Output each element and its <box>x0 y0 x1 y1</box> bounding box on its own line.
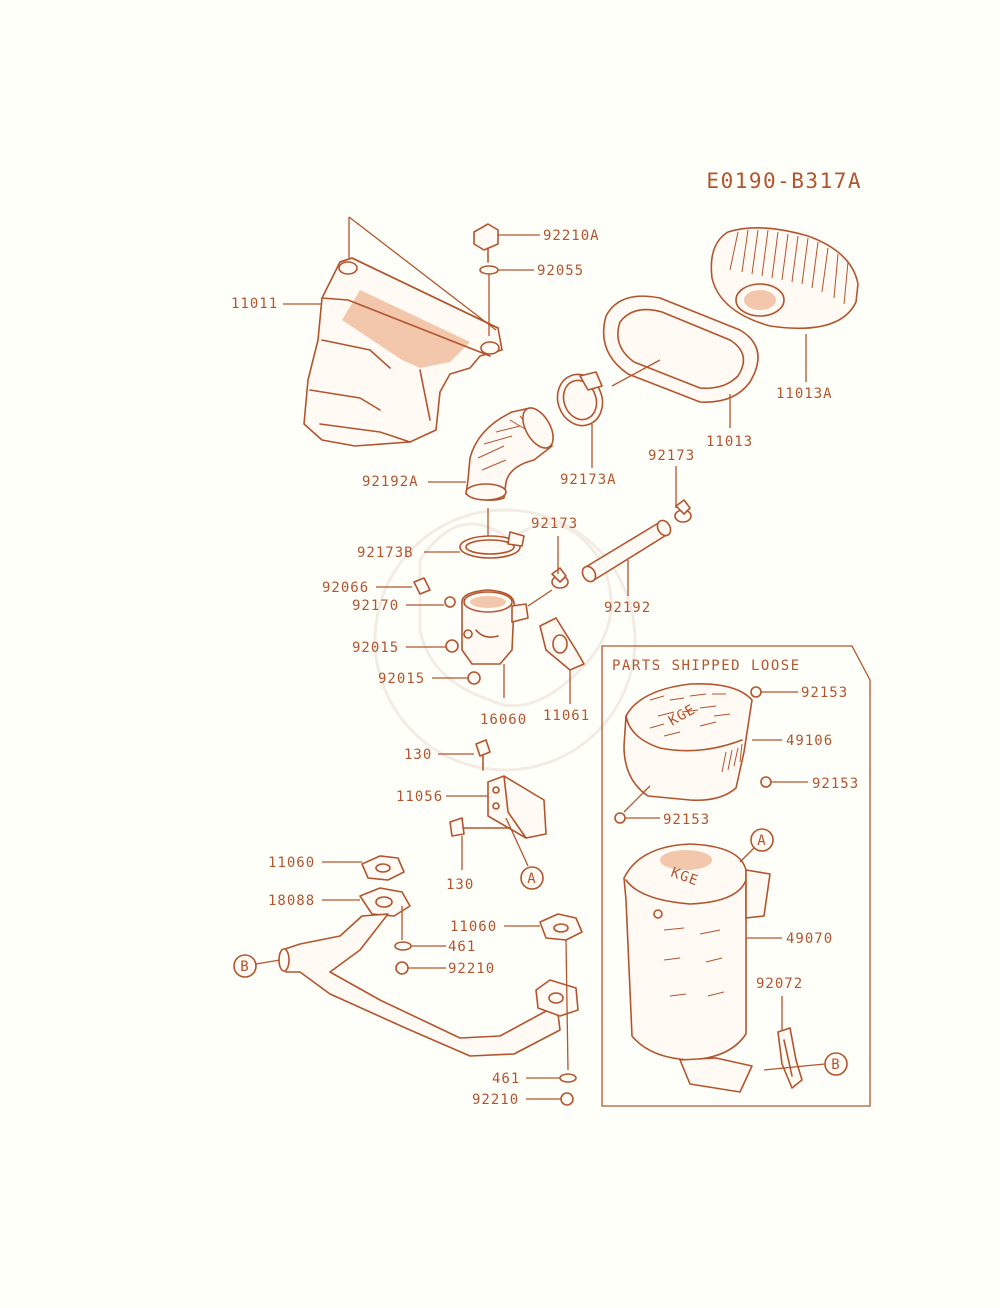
label-92153-3: 92153 <box>663 812 710 828</box>
part-92192A-elbow-hose[interactable] <box>465 403 559 502</box>
label-49070: 49070 <box>786 931 833 947</box>
label-11056: 11056 <box>396 789 443 805</box>
part-130-bolt-2[interactable] <box>449 817 511 837</box>
part-92072-clamp[interactable] <box>777 1027 803 1089</box>
part-130-bolt-1[interactable] <box>475 739 491 771</box>
callout-a-muffler[interactable]: A <box>750 828 774 852</box>
label-92153-1: 92153 <box>801 685 848 701</box>
part-92210-nut-1[interactable] <box>395 961 409 975</box>
part-92153-screw-3[interactable] <box>614 812 626 824</box>
label-18088: 18088 <box>268 893 315 909</box>
label-92015-2: 92015 <box>378 671 425 687</box>
part-11061-gasket[interactable] <box>539 617 585 671</box>
label-92192A: 92192A <box>362 474 419 490</box>
label-92055: 92055 <box>537 263 584 279</box>
label-92210-2: 92210 <box>472 1092 519 1108</box>
label-92210A: 92210A <box>543 228 600 244</box>
label-92066: 92066 <box>322 580 369 596</box>
label-11060-1: 11060 <box>268 855 315 871</box>
label-11060-2: 11060 <box>450 919 497 935</box>
callout-b-pipe[interactable]: B <box>233 954 257 978</box>
label-130-2: 130 <box>446 877 474 893</box>
part-16060-adapter[interactable] <box>461 589 529 665</box>
label-92173-1: 92173 <box>648 448 695 464</box>
label-11011: 11011 <box>231 296 278 312</box>
label-92153-2: 92153 <box>812 776 859 792</box>
part-11060-gasket-1[interactable] <box>361 855 405 881</box>
label-92192: 92192 <box>604 600 651 616</box>
part-92173A-hose-clamp[interactable] <box>550 368 609 432</box>
part-92210A-wing-bolt[interactable] <box>473 223 499 263</box>
label-92072: 92072 <box>756 976 803 992</box>
label-11013A: 11013A <box>776 386 833 402</box>
part-11011-air-cleaner-case[interactable] <box>303 216 503 447</box>
part-11013A-filter-element[interactable] <box>710 227 859 329</box>
part-92170-screw[interactable] <box>444 596 456 608</box>
label-92173A: 92173A <box>560 472 617 488</box>
parts-shipped-loose-box: PARTS SHIPPED LOOSE <box>601 645 871 1107</box>
svg-text:B: B <box>831 1057 840 1073</box>
part-49070-muffler[interactable]: KGE <box>623 843 771 1093</box>
part-92015-nut-1[interactable] <box>445 639 459 653</box>
part-92153-screw-2[interactable] <box>760 776 772 788</box>
label-92170: 92170 <box>352 598 399 614</box>
label-92210-1: 92210 <box>448 961 495 977</box>
part-92153-screw-1[interactable] <box>750 686 762 698</box>
part-11060-gasket-2[interactable] <box>539 913 583 941</box>
part-11013-foam-precleaner[interactable] <box>602 295 759 403</box>
box-title: PARTS SHIPPED LOOSE <box>612 658 801 674</box>
part-18088-exhaust-pipe[interactable] <box>278 887 579 1057</box>
part-461-washer-2[interactable] <box>559 1073 577 1083</box>
label-92015-1: 92015 <box>352 640 399 656</box>
svg-text:A: A <box>757 833 766 849</box>
label-461-2: 461 <box>492 1071 520 1087</box>
label-49106: 49106 <box>786 733 833 749</box>
callout-b-muffler[interactable]: B <box>824 1052 848 1076</box>
part-92210-nut-2[interactable] <box>560 1092 574 1106</box>
part-92192-breather-hose[interactable] <box>580 518 673 584</box>
part-92173B-band-clamp[interactable] <box>459 531 525 559</box>
watermark-logo <box>373 508 637 772</box>
part-11056-bracket[interactable] <box>487 775 547 839</box>
part-92173-clamp-upper[interactable] <box>674 499 692 523</box>
diagram-code: E0190-B317A <box>706 169 862 193</box>
svg-text:A: A <box>527 871 536 887</box>
label-11061: 11061 <box>543 708 590 724</box>
label-16060: 16060 <box>480 712 527 728</box>
label-92173-2: 92173 <box>531 516 578 532</box>
label-92173B: 92173B <box>357 545 414 561</box>
part-92066-plug[interactable] <box>413 577 431 595</box>
part-461-washer-1[interactable] <box>394 941 412 951</box>
label-461-1: 461 <box>448 939 476 955</box>
part-92015-nut-2[interactable] <box>467 671 481 685</box>
label-11013: 11013 <box>706 434 753 450</box>
part-92173-clamp-lower[interactable] <box>551 567 569 589</box>
label-130-1: 130 <box>404 747 432 763</box>
part-92055-washer[interactable] <box>479 265 499 275</box>
part-49106-muffler-cover[interactable]: KGE <box>623 683 753 802</box>
callout-a-bracket[interactable]: A <box>520 866 544 890</box>
svg-text:B: B <box>240 959 249 975</box>
